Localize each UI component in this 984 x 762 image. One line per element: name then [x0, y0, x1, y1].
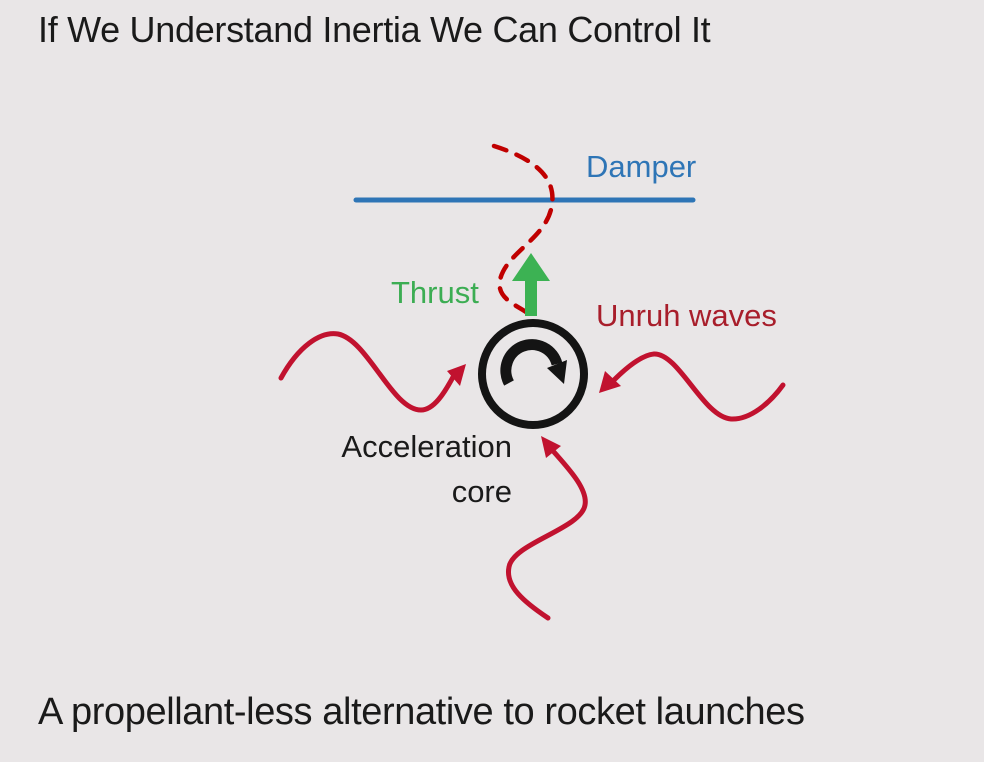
- rotation-arrow-icon: [500, 339, 567, 386]
- unruh-wave-left-arrowhead: [447, 364, 466, 386]
- rotation-arrowhead: [547, 360, 567, 384]
- unruh-waves-label: Unruh waves: [596, 298, 777, 333]
- unruh-wave-right-curve: [610, 351, 786, 422]
- damper-label: Damper: [586, 149, 697, 184]
- unruh-wave-bottom-curve: [506, 449, 588, 621]
- unruh-wave-bottom-arrowhead: [541, 436, 561, 458]
- slide-title: If We Understand Inertia We Can Control …: [38, 9, 711, 50]
- thrust-label: Thrust: [391, 275, 479, 310]
- acceleration-core-circle: [478, 319, 588, 429]
- slide-caption: A propellant-less alternative to rocket …: [38, 691, 805, 733]
- unruh-wave-right: [599, 351, 786, 422]
- dashed-trajectory: [491, 143, 555, 318]
- unruh-wave-left-curve: [278, 331, 456, 413]
- acceleration-core-label-line1: Acceleration: [341, 429, 512, 464]
- acceleration-core-label-line2: core: [451, 474, 512, 509]
- acceleration-core-label: Acceleration core: [290, 424, 512, 514]
- unruh-wave-bottom: [506, 436, 588, 621]
- thrust-arrow: [512, 253, 550, 316]
- unruh-wave-left: [278, 331, 466, 413]
- rotation-arc: [500, 339, 563, 386]
- unruh-wave-right-arrowhead: [599, 371, 621, 393]
